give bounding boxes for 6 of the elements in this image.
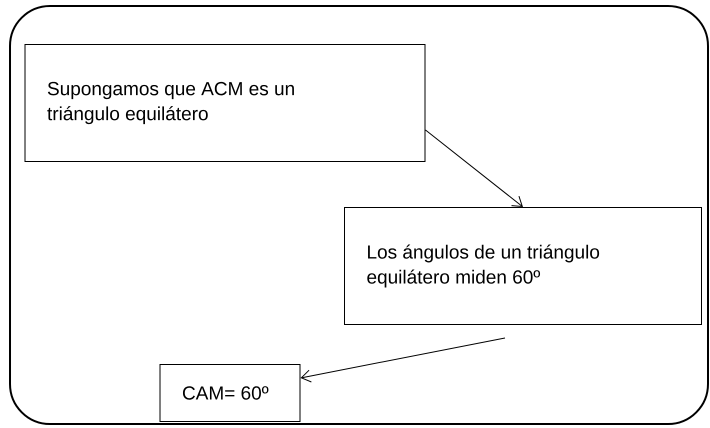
arrow: [300, 338, 506, 382]
frame: [9, 5, 709, 425]
text-box: CAM= 60º: [160, 364, 300, 422]
text-box: Los ángulos de un triángulo equilátero miden 60º: [344, 207, 702, 325]
text-box: Supongamos que ACM es un triángulo equilátero: [24, 44, 426, 162]
arrow: [425, 130, 523, 207]
